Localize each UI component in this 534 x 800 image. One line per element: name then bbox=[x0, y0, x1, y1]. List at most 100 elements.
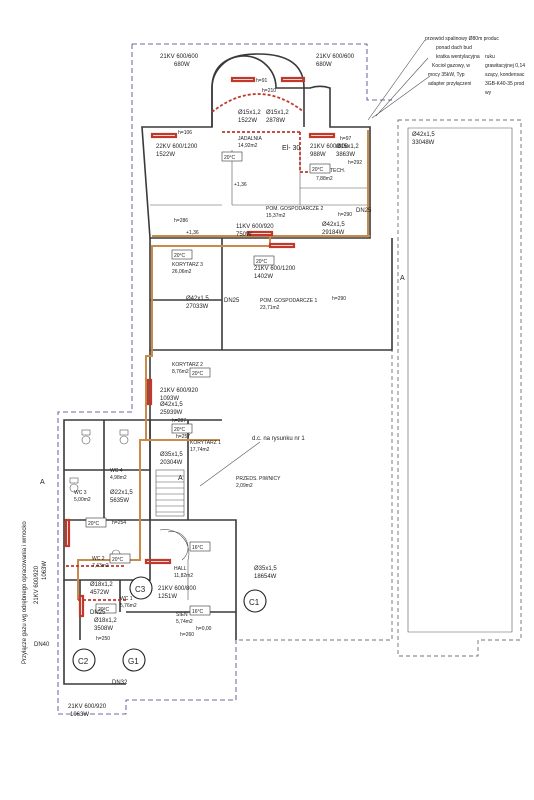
pipe-watt-11: 3508W bbox=[94, 626, 113, 632]
pipe-watt-5: 33048W bbox=[412, 140, 435, 146]
height-6: h=286 bbox=[174, 218, 188, 224]
rad-watt-8: 1251W bbox=[158, 594, 177, 600]
room-wc4-area: 4,98m2 bbox=[110, 475, 127, 481]
room-korytarz3: KORYTARZ 3 bbox=[172, 262, 203, 268]
room-pom-gosp2-area: 15,37m2 bbox=[266, 213, 286, 219]
heating-pipe-dashed bbox=[66, 93, 310, 601]
callout-note: d.c. na rysunku nr 1 bbox=[252, 436, 305, 442]
rad-label-6: 21KV 600/1200 bbox=[254, 266, 296, 272]
note-9: szący, kondensac bbox=[485, 72, 525, 78]
rad-watt-3: 1522W bbox=[156, 152, 175, 158]
room-korytarz1: KORYTARZ 1 bbox=[190, 440, 221, 446]
pipe-watt-6: 27033W bbox=[186, 304, 209, 310]
rad-watt-2: 680W bbox=[316, 62, 332, 68]
walls-entrance bbox=[63, 580, 236, 685]
temp-9: 20°C bbox=[98, 607, 110, 613]
room-korytarz2: KORYTARZ 2 bbox=[172, 362, 203, 368]
rad-watt-10: 1063W bbox=[70, 712, 89, 718]
room-wc2: WC 2 bbox=[92, 556, 105, 562]
temp-11: 16°C bbox=[192, 609, 204, 615]
radiators bbox=[64, 76, 336, 618]
height-7: h=290 bbox=[338, 212, 352, 218]
rad-label-2: 21KV 600/600 bbox=[316, 54, 355, 60]
room-wc3-area: 5,00m2 bbox=[74, 497, 91, 503]
room-pom-gosp1: POM. GOSPODARCZE 1 bbox=[260, 298, 317, 304]
svg-text:C3: C3 bbox=[135, 585, 146, 594]
note-6: adapter przyłączeni bbox=[428, 81, 471, 87]
walls-middle bbox=[149, 238, 393, 351]
callout-leader bbox=[199, 441, 261, 487]
room-wc1: WC 1 bbox=[120, 596, 133, 602]
temp-1: 20°C bbox=[224, 155, 236, 161]
temperature-tags: 20°C 20°C 20°C 20°C 20°C 20°C 20°C 20°C … bbox=[85, 151, 331, 616]
room-wc2-area: 7,43m2 bbox=[92, 563, 109, 569]
pipe-label-1: Ø15x1,2 bbox=[238, 110, 261, 116]
note-5: mocy 35kW, Typ bbox=[428, 72, 465, 78]
svg-text:C1: C1 bbox=[249, 598, 260, 607]
marker-c2: C2 bbox=[72, 648, 96, 672]
pipe-watt-1: 1522W bbox=[238, 118, 257, 124]
level-mark-2: +1,36 bbox=[234, 182, 247, 188]
pipe-watt-8: 20304W bbox=[160, 460, 183, 466]
inner-partitions bbox=[150, 150, 370, 206]
walls-bay bbox=[211, 53, 305, 127]
section-mark-a-top: A bbox=[400, 275, 405, 282]
pipe-label-5: Ø42x1,5 bbox=[412, 132, 435, 138]
rad-watt-9: 1063W bbox=[42, 561, 48, 580]
rad-watt-6: 1402W bbox=[254, 274, 273, 280]
room-sien-area: 5,74m2 bbox=[176, 619, 193, 625]
pipe-label-9: Ø22x1,5 bbox=[110, 490, 133, 496]
rad-label-7: 21KV 600/920 bbox=[160, 388, 199, 394]
room-sien: SIEŃ bbox=[176, 611, 188, 618]
walls-wc bbox=[63, 419, 151, 581]
room-pom-tech: POM. TECH. bbox=[316, 168, 345, 174]
pipe-watt-7: 25939W bbox=[160, 410, 183, 416]
rad-watt-7: 1093W bbox=[160, 396, 179, 402]
height-13: h=260 bbox=[180, 632, 194, 638]
dn-label-5: DN32 bbox=[112, 680, 128, 686]
fire-rating-label: El- 30 bbox=[282, 145, 300, 152]
gas-connection-note: Przyłącze gazu wg odrębnego opracowania … bbox=[22, 521, 28, 664]
temp-8: 20°C bbox=[112, 557, 124, 563]
rad-label-8: 21KV 600/800 bbox=[158, 586, 197, 592]
pipe-label-6: Ø42x1,5 bbox=[186, 296, 209, 302]
pipe-watt-12: 18654W bbox=[254, 574, 277, 580]
note-3: kratka wentylacyjna bbox=[436, 54, 480, 60]
room-przeds: PRZEDS. PIWNICY bbox=[236, 476, 281, 482]
temp-10: 16°C bbox=[192, 545, 204, 551]
height-4: h=97 bbox=[340, 136, 351, 142]
dn-label-1: DN25 bbox=[356, 208, 372, 214]
height-9: h=287 bbox=[172, 418, 186, 424]
pipe-label-3: Ø15x1,2 bbox=[336, 144, 359, 150]
height-14: h=0,00 bbox=[196, 626, 212, 632]
marker-c1: C1 bbox=[243, 589, 267, 613]
temp-4: 20°C bbox=[256, 259, 268, 265]
height-11: h=254 bbox=[112, 520, 126, 526]
room-jadalnia-area: 14,92m2 bbox=[238, 143, 258, 149]
height-1: h=91 bbox=[256, 78, 267, 84]
room-korytarz2-area: 8,76m2 bbox=[172, 369, 189, 375]
room-wc3: WC 3 bbox=[74, 490, 87, 496]
notes-block: przewód spalinowy Ø80m produc ponad dach… bbox=[367, 36, 525, 121]
height-3: h=106 bbox=[178, 130, 192, 136]
room-pom-gosp1-area: 23,71m2 bbox=[260, 305, 280, 311]
pipe-watt-9: 5635W bbox=[110, 498, 129, 504]
rad-label-5: 11KV 600/920 bbox=[236, 224, 274, 230]
temp-6: 20°C bbox=[174, 427, 186, 433]
note-8: grawitacyjnej 0,14 bbox=[485, 63, 525, 69]
rad-label-9: 21KV 600/920 bbox=[34, 565, 40, 604]
rad-label-4: 21KV 600/800 bbox=[310, 144, 349, 150]
pipe-watt-4: 29184W bbox=[322, 230, 345, 236]
pipe-label-8: Ø35x1,5 bbox=[160, 452, 183, 458]
note-1: przewód spalinowy Ø80m produc bbox=[425, 36, 499, 42]
svg-text:G1: G1 bbox=[128, 657, 139, 666]
room-pom-gosp2: POM. GOSPODARCZE 2 bbox=[266, 206, 323, 212]
pipe-label-4: Ø42x1,5 bbox=[322, 222, 345, 228]
rad-watt-4: 988W bbox=[310, 152, 326, 158]
room-korytarz1-area: 17,74m2 bbox=[190, 447, 210, 453]
note-4: Kocioł gazowy, w bbox=[432, 63, 470, 69]
height-8: h=290 bbox=[332, 296, 346, 302]
rad-label-1: 21KV 600/600 bbox=[160, 54, 199, 60]
height-5: h=292 bbox=[348, 160, 362, 166]
room-korytarz3-area: 26,06m2 bbox=[172, 269, 192, 275]
